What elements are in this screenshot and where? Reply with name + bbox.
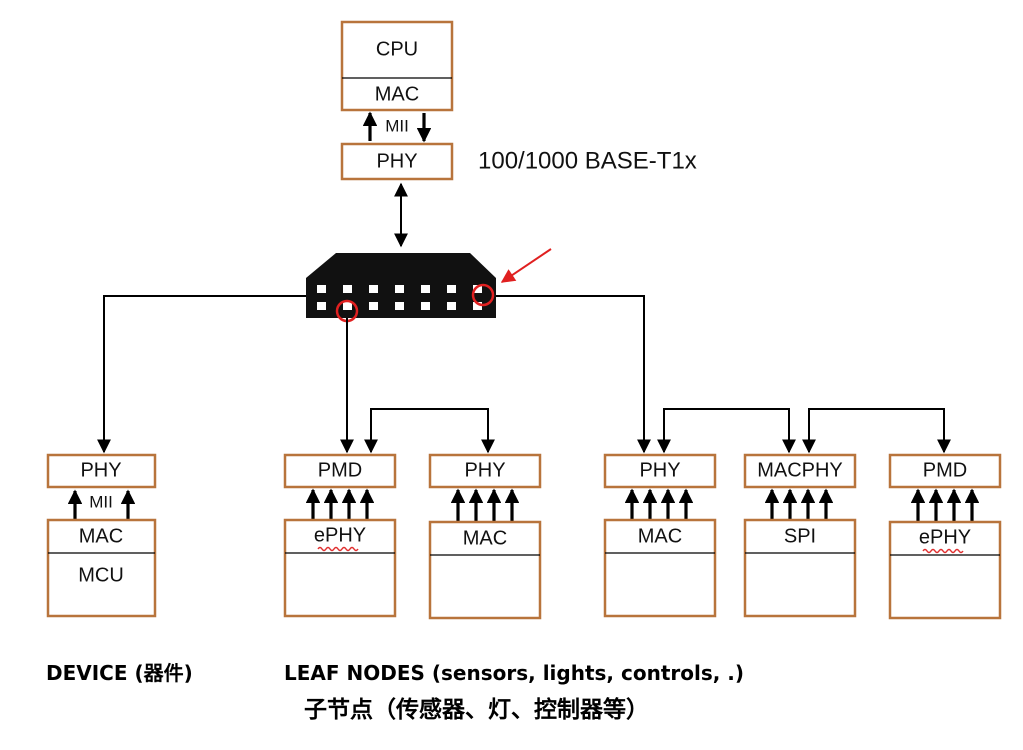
link-to-leaf-4 <box>496 295 651 454</box>
daisy-link-4-5 <box>657 408 796 454</box>
leaf5-mid-label: ePHY <box>919 526 971 548</box>
leaf-nodes-caption: LEAF NODES (sensors, lights, controls, .… <box>284 661 744 685</box>
device-node: PHY MII MAC MCU <box>46 453 157 618</box>
red-pointer-arrow <box>500 248 552 283</box>
link-speed-label: 100/1000 BASE-T1x <box>478 147 697 174</box>
cpu-mac-box <box>340 20 454 112</box>
cpu-stack: CPU MAC MII PHY 100/1000 BASE-T1x <box>340 20 697 181</box>
device-phy-box <box>46 453 157 489</box>
leaf1-ephy-box <box>283 518 397 618</box>
leaf1-pmd-box <box>283 453 397 489</box>
leaf3-phy-box <box>603 453 717 489</box>
leaf5-top-label: PMD <box>923 459 967 481</box>
daisy-link-5-6 <box>802 408 951 454</box>
highlight-port-circle-right <box>471 283 495 307</box>
top-phy-label: PHY <box>376 150 417 172</box>
device-phy-label: PHY <box>80 459 121 481</box>
leaf1-top-label: PMD <box>318 459 362 481</box>
daisy-link-1-2 <box>364 408 495 454</box>
leaf5-ephy-box <box>888 520 1002 620</box>
leaf-node-5: PMD ePHY <box>888 453 1002 620</box>
leaf-nodes-caption-cn: 子节点（传感器、灯、控制器等） <box>304 696 649 723</box>
link-to-device <box>97 295 306 454</box>
leaf5-pmd-box <box>888 453 1002 489</box>
top-phy-box <box>340 142 454 181</box>
leaf5-spellcheck-underline <box>922 548 964 554</box>
leaf-node-4: MACPHY SPI <box>743 453 857 618</box>
leaf1-mid-label: ePHY <box>314 524 366 546</box>
leaf4-top-label: MACPHY <box>757 459 843 481</box>
switch-ports <box>317 285 482 310</box>
device-caption: DEVICE (器件) <box>46 661 193 685</box>
leaf2-mac-box <box>428 520 542 620</box>
leaf3-top-label: PHY <box>639 459 680 481</box>
leaf1-spellcheck-underline <box>317 546 359 552</box>
device-mcu-label: MCU <box>78 564 124 586</box>
leaf2-top-label: PHY <box>464 459 505 481</box>
device-mac-label: MAC <box>79 525 123 547</box>
leaf4-mid-label: SPI <box>784 525 816 547</box>
top-mii-label: MII <box>385 116 409 135</box>
device-mii-label: MII <box>89 492 113 511</box>
top-mac-label: MAC <box>375 83 419 105</box>
leaf-node-1: PMD ePHY <box>283 453 397 618</box>
ethernet-switch-icon <box>306 253 496 323</box>
leaf4-spi-box <box>743 518 857 618</box>
leaf2-phy-box <box>428 453 542 489</box>
leaf-node-3: PHY MAC <box>603 453 717 618</box>
cpu-label: CPU <box>376 38 418 60</box>
leaf2-mid-label: MAC <box>463 527 507 549</box>
leaf3-mac-box <box>603 518 717 618</box>
leaf4-macphy-box <box>743 453 857 489</box>
leaf3-mid-label: MAC <box>638 525 682 547</box>
device-mac-mcu-box <box>46 518 157 618</box>
leaf-node-2: PHY MAC <box>428 453 542 620</box>
